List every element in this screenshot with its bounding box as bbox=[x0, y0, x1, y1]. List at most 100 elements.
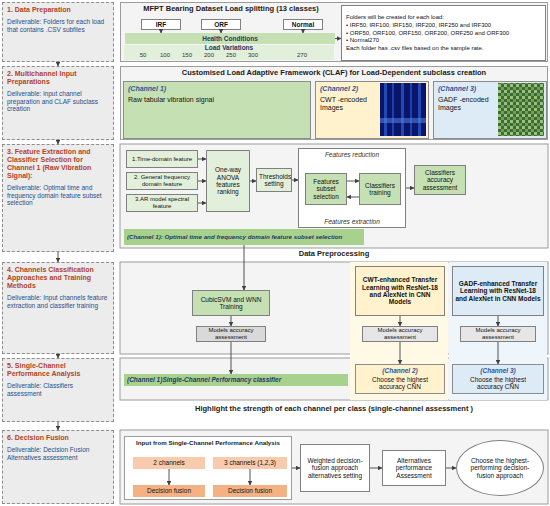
connector-arrow bbox=[58, 252, 59, 262]
node-heading: Decision fusion bbox=[215, 487, 285, 494]
node-heading: (Channel 3) bbox=[457, 367, 539, 374]
process-box: Normal bbox=[283, 19, 323, 30]
node-heading: Decision fusion bbox=[135, 487, 203, 494]
node-heading: Models accuracy assessment bbox=[365, 327, 435, 341]
connector-arrow bbox=[198, 159, 206, 160]
node-heading: 2. Multichannel Input Preparations bbox=[7, 70, 109, 86]
process-box: Thresholds setting bbox=[256, 168, 292, 192]
node-heading: (Channel 2) bbox=[360, 367, 440, 374]
process-box: Models accuracy assessment bbox=[362, 326, 438, 342]
node-heading: (Channel 3) bbox=[438, 85, 500, 93]
node-heading: CubicSVM and WNN Training bbox=[195, 296, 267, 311]
node-heading: Folders will be created for each load: bbox=[346, 14, 541, 21]
node-heading: GADF-enhanced Transfer Learning with Res… bbox=[455, 280, 541, 302]
node-text: Deliverable: Decision Fusion Alternative… bbox=[7, 446, 109, 461]
node-heading: 3.AR model spectral feature bbox=[129, 196, 195, 210]
node-text: • IRF50, IRF100, IRF150, IRF200, IRF250 … bbox=[346, 22, 541, 29]
load-value: 200 bbox=[199, 52, 219, 59]
process-box: 2. General frequency domain feature bbox=[126, 172, 198, 190]
channel-box: (Channel 3) GADF -encoded Images bbox=[433, 81, 547, 139]
node-heading: Choose the highest-performing decision-f… bbox=[467, 457, 533, 479]
note-box: Folders will be created for each load:• … bbox=[341, 5, 546, 61]
channel-box: (Channel 2) Choose the highest accuracy C… bbox=[355, 364, 445, 394]
node-heading: MFPT Bearing Dataset Load splitting (13 … bbox=[124, 5, 338, 14]
highlight-band: (Channel 1): Optimal time and frequency … bbox=[124, 229, 364, 245]
node-text: Deliverable: Input channels feature extr… bbox=[7, 294, 109, 309]
process-box: 3.AR model spectral feature bbox=[126, 194, 198, 212]
node-heading: 2. General frequency domain feature bbox=[129, 174, 195, 188]
channel-column bbox=[449, 262, 547, 400]
process-box: GADF-enhanced Transfer Learning with Res… bbox=[452, 266, 544, 316]
load-value: 50 bbox=[133, 52, 153, 59]
process-box: Classifiers accuracy assessment bbox=[414, 165, 466, 195]
connector-arrow bbox=[498, 342, 499, 364]
node-heading: 6. Decision Fusion bbox=[7, 434, 109, 442]
channel-column bbox=[350, 262, 448, 400]
node-heading: Customised Load Adaptive Framework (CLAF… bbox=[124, 69, 544, 78]
node-text: CWT -encoded Images bbox=[320, 96, 382, 112]
connector-arrow bbox=[231, 342, 232, 374]
node-heading: 5. Single-Channel Performance Analysis bbox=[7, 362, 109, 378]
channel-box: (Channel 3)Choose the highest accuracy C… bbox=[452, 364, 544, 394]
node-heading: IRF bbox=[144, 21, 178, 28]
node-text: Deliverable: input channel preparation a… bbox=[7, 90, 109, 112]
step-box: 1. Data PreparationDeliverable: Folders … bbox=[2, 2, 114, 62]
section-panel bbox=[120, 358, 548, 400]
node-heading: Input from Single-Channel Performance An… bbox=[128, 439, 288, 446]
process-box: One-way ANOVA features ranking bbox=[206, 150, 250, 212]
node-heading: Alternatives performance Assessment bbox=[385, 457, 443, 479]
process-box: IRF bbox=[141, 19, 181, 30]
node-text: GADF -encoded Images bbox=[438, 96, 500, 112]
stage-label: Data Preprocessing bbox=[120, 250, 548, 259]
connector-arrow bbox=[244, 245, 245, 290]
load-value: 300 bbox=[243, 52, 263, 59]
load-value: 100 bbox=[155, 52, 175, 59]
section-panel: Customised Load Adaptive Framework (CLAF… bbox=[120, 66, 548, 140]
node-text: Deliverable: Optimal time and frequency … bbox=[7, 184, 109, 206]
step-box: 6. Decision FusionDeliverable: Decision … bbox=[2, 430, 114, 504]
node-heading: Features reduction bbox=[301, 151, 403, 158]
connector-arrow bbox=[406, 188, 414, 189]
node-heading: 3. Feature Extraction and Classifier Sel… bbox=[7, 148, 109, 180]
health-band: Health Conditions bbox=[125, 33, 335, 44]
node-heading: Classifiers training bbox=[362, 182, 398, 197]
section-panel bbox=[120, 262, 548, 354]
connector-arrow bbox=[58, 422, 59, 430]
connector-arrow bbox=[231, 316, 232, 326]
process-box: 3 channels (1,2,3) bbox=[213, 457, 287, 469]
node-heading: 3 channels (1,2,3) bbox=[215, 459, 285, 466]
connector-arrow bbox=[292, 468, 300, 469]
axis-label: Load Variations bbox=[124, 44, 334, 51]
load-value: 150 bbox=[177, 52, 197, 59]
process-box: Decision fusion bbox=[213, 485, 287, 497]
node-heading: 2 channels bbox=[135, 459, 203, 466]
node-text: Deliverable: Folders for each load that … bbox=[7, 18, 109, 33]
node-heading: 4. Channels Classification Approaches an… bbox=[7, 266, 109, 290]
process-box: Features subset selection bbox=[305, 173, 347, 205]
node-heading: (Channel 1): Optimal time and frequency … bbox=[127, 233, 361, 240]
node-heading: One-way ANOVA features ranking bbox=[209, 166, 247, 196]
channel-box: (Channel 2) CWT -encoded Images bbox=[315, 81, 429, 139]
section-panel bbox=[120, 430, 548, 504]
connector-arrow bbox=[446, 468, 456, 469]
node-heading: (Channel 1)Single-Channel Performancy cl… bbox=[127, 376, 345, 383]
connector-arrow bbox=[198, 181, 206, 182]
process-box: ORF bbox=[201, 19, 241, 30]
node-text: Choose the highest accuracy CNN bbox=[360, 376, 440, 391]
stage-label: Highlight the strength of each channel p… bbox=[120, 405, 548, 414]
node-heading: (Channel 2) bbox=[320, 85, 382, 93]
node-heading: Weighted decision-fusion approach altern… bbox=[303, 457, 367, 479]
process-box: Weighted decision-fusion approach altern… bbox=[300, 444, 370, 492]
node-heading: Classifiers accuracy assessment bbox=[417, 169, 463, 191]
connector-arrow bbox=[400, 316, 401, 326]
process-box: Alternatives performance Assessment bbox=[382, 450, 446, 486]
node-heading: ORF bbox=[204, 21, 238, 28]
load-value: 270 bbox=[292, 52, 312, 59]
connector-arrow bbox=[498, 316, 499, 326]
node-text: • ORF50, ORF100, ORF150, ORF200, ORF250 … bbox=[346, 30, 541, 37]
node-heading: Models accuracy assessment bbox=[199, 327, 263, 341]
section-panel: Input from Single-Channel Performance An… bbox=[124, 436, 292, 500]
process-box: Models accuracy assessment bbox=[196, 326, 266, 342]
node-heading: Thresholds setting bbox=[259, 173, 289, 188]
